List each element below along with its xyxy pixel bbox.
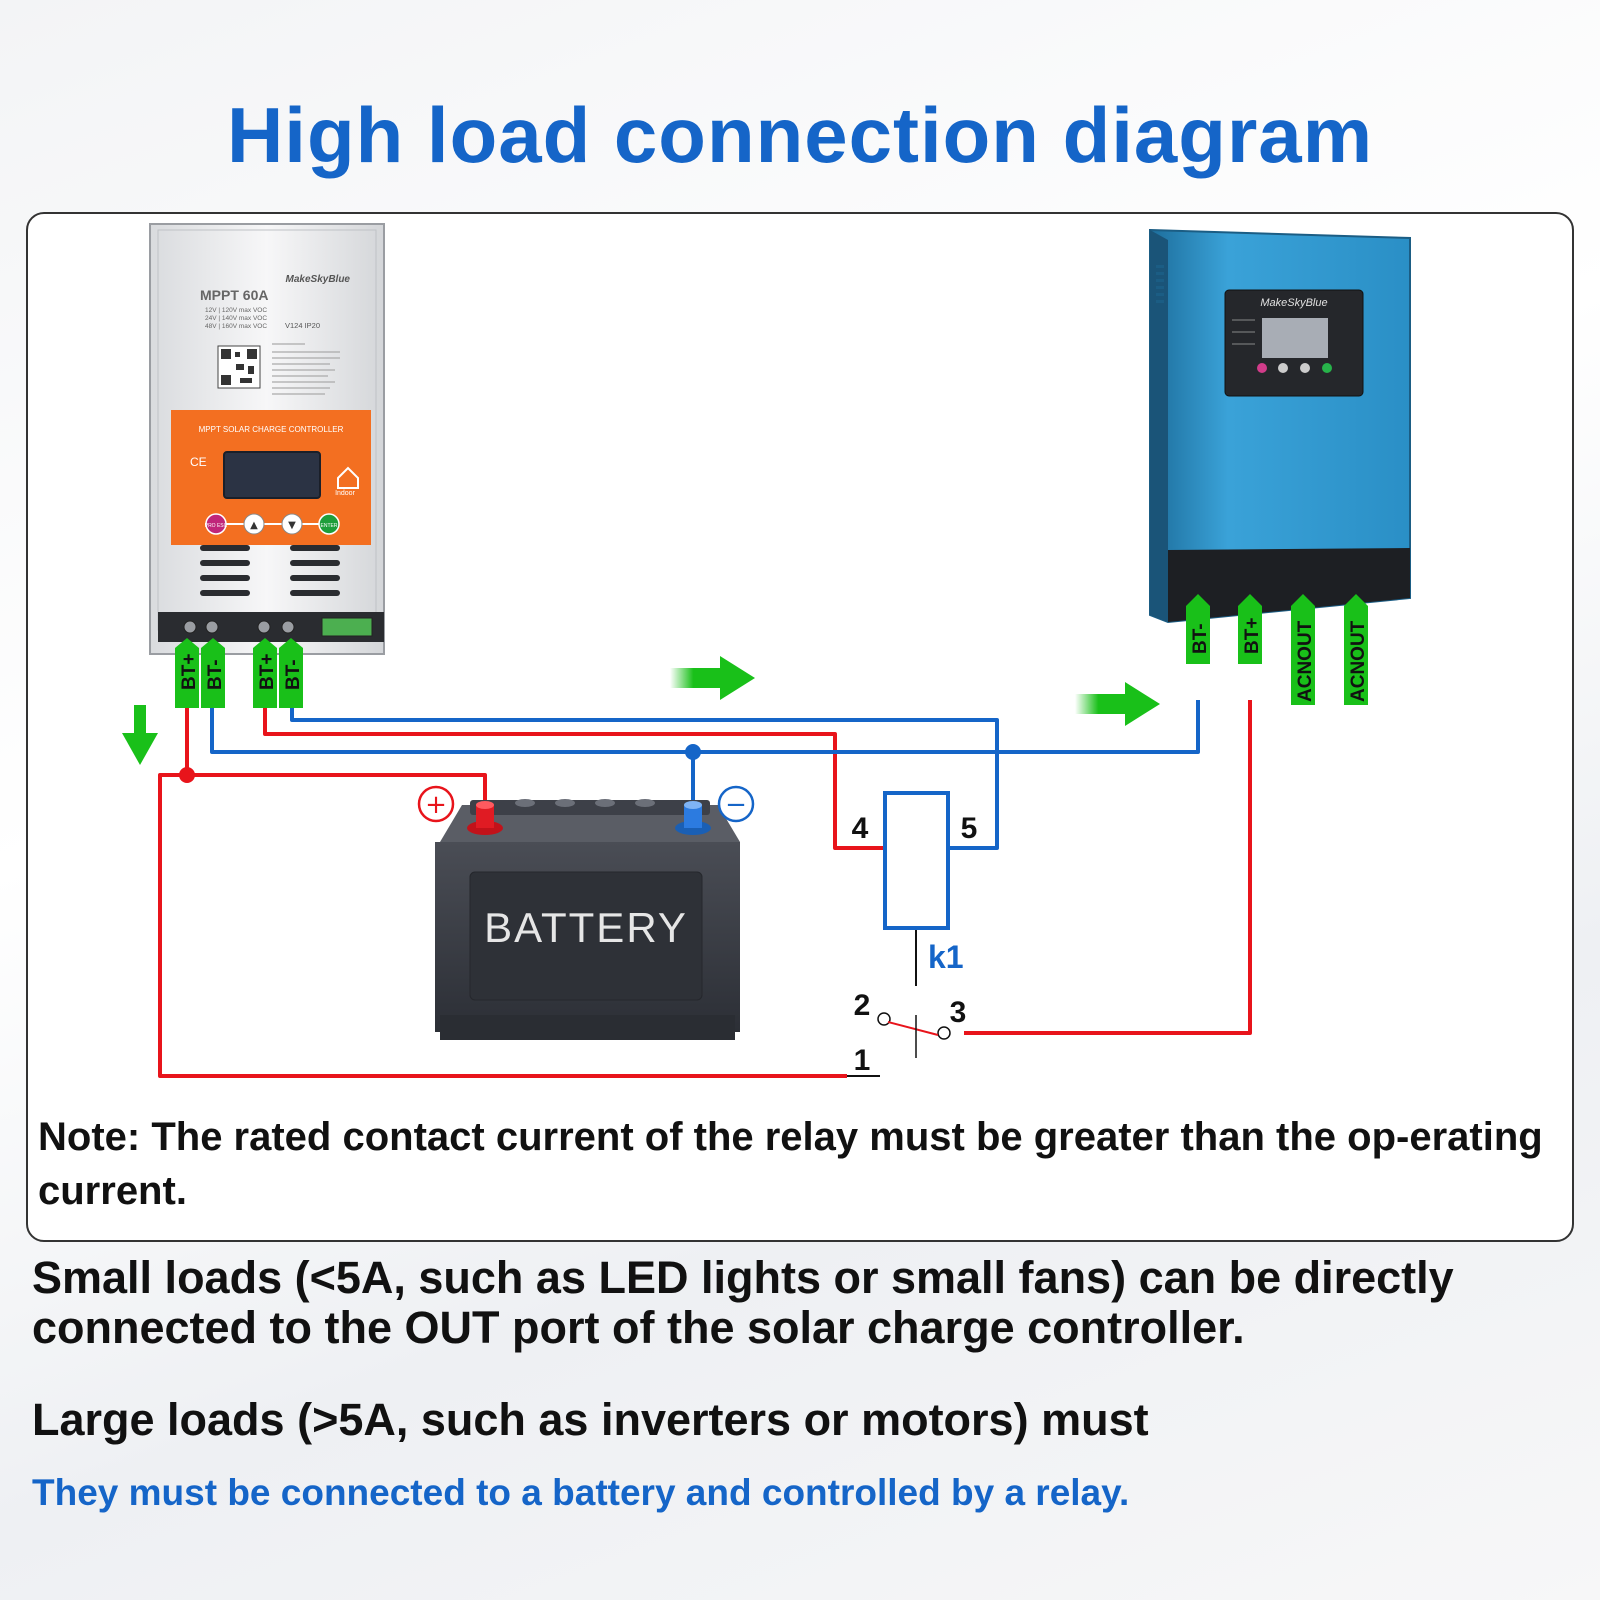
relay-contact-3 (937, 1026, 951, 1040)
inverter-terminal-bt-plus: BT+ (1242, 618, 1263, 654)
inverter-button-2[interactable] (1278, 363, 1288, 373)
inverter: MakeSkyBlue (1149, 228, 1411, 624)
inverter-terminal-bt-minus: BT- (1190, 623, 1211, 654)
controller-terminal-bt-plus-2: BT+ (257, 654, 278, 690)
relay-pin-4-label: 4 (852, 812, 869, 845)
inverter-terminal-tags: BT- BT+ ACNOUT ACNOUT (1186, 594, 1369, 705)
controller-brand: MakeSkyBlue (286, 274, 351, 285)
wire-controller-bt-minus-to-inverter-bt-minus (210, 700, 1200, 754)
relay-requirement-text: They must be connected to a battery and … (32, 1472, 1130, 1513)
inverter-terminal-acnout-2: ACNOUT (1348, 620, 1369, 702)
qr-code-icon (217, 345, 261, 389)
relay-coil (883, 791, 950, 930)
wire-controller-load-minus-to-relay-pin-5 (290, 700, 999, 850)
relay-contact-2 (877, 1012, 891, 1026)
enter-label: ENTER (321, 523, 338, 529)
controller-spec-2: 24V | 140V max VOC (205, 315, 267, 322)
pro-esc-button[interactable] (205, 513, 227, 535)
wiring (158, 700, 1252, 1078)
pro-esc-label: PRO ESC (205, 523, 228, 529)
wire-battery-plus-to-relay-contact-1 (158, 773, 847, 1078)
inverter-button-4[interactable] (1322, 363, 1332, 373)
controller-terminal-bt-minus-2: BT- (283, 659, 304, 690)
relay-k1: 4 5 k1 2 3 1 (847, 791, 978, 1077)
ce-mark-icon: CE (190, 455, 207, 469)
controller-terminal-tags: BT+ BT- BT+ BT- (175, 638, 304, 708)
plus-icon (417, 785, 455, 823)
charge-controller: MakeSkyBlue MPPT 60A 12V | 120V max VOC … (149, 223, 385, 655)
controller-vents (200, 545, 340, 596)
wire-inverter-bt-plus-to-relay-contact-3 (964, 700, 1252, 1035)
relay-note: Note: The rated contact current of the r… (38, 1115, 1543, 1213)
wire-controller-bt-plus-to-battery-plus (185, 700, 487, 805)
battery: BATTERY + − (417, 785, 755, 1040)
controller-terminal-bt-minus-1: BT- (205, 659, 226, 690)
relay-name-label: k1 (928, 939, 964, 975)
error-code-text-lines (272, 343, 340, 395)
controller-rating: V124 IP20 (285, 321, 320, 330)
inverter-brand: MakeSkyBlue (1260, 297, 1327, 309)
controller-spec-1: 12V | 120V max VOC (205, 307, 267, 314)
down-button[interactable] (281, 513, 303, 535)
controller-panel-label: MPPT SOLAR CHARGE CONTROLLER (199, 425, 344, 434)
indoor-house-icon (337, 466, 359, 489)
battery-minus-symbol: − (725, 790, 747, 820)
controller-spec-3: 48V | 160V max VOC (205, 323, 267, 330)
relay-pin-1-label: 1 (854, 1044, 871, 1077)
relay-pin-5-label: 5 (961, 812, 978, 845)
inverter-button-3[interactable] (1300, 363, 1310, 373)
positive-junction-dot (179, 767, 195, 783)
controller-lcd-screen (223, 451, 321, 499)
battery-label: BATTERY (484, 904, 688, 951)
inverter-terminal-acnout-1: ACNOUT (1295, 620, 1316, 702)
controller-model: MPPT 60A (200, 287, 268, 303)
battery-plus-symbol: + (425, 790, 447, 820)
page-title: High load connection diagram (226, 91, 1374, 179)
large-loads-text: Large loads (>5A, such as inverters or m… (32, 1394, 1149, 1445)
small-loads-text: Small loads (<5A, such as LED lights or … (32, 1252, 1454, 1353)
wire-controller-load-plus-to-relay-pin-4 (263, 700, 885, 850)
battery-negative-terminal (684, 805, 702, 828)
enter-button[interactable] (318, 513, 340, 535)
arrow-right-icon (1075, 682, 1160, 726)
arrow-down-icon (122, 705, 158, 765)
arrow-right-icon (670, 656, 755, 700)
up-button[interactable] (243, 513, 265, 535)
up-arrow-icon: ▲ (250, 520, 258, 531)
relay-pin-3-label: 3 (950, 996, 967, 1029)
down-arrow-icon: ▼ (288, 520, 296, 531)
controller-terminal-bt-plus-1: BT+ (179, 654, 200, 690)
minus-icon (717, 785, 755, 823)
relay-switch-arm (887, 1021, 939, 1036)
battery-positive-terminal (476, 805, 494, 828)
indoor-label: Indoor (335, 490, 356, 497)
relay-pin-2-label: 2 (854, 989, 871, 1022)
negative-junction-dot (685, 744, 701, 760)
inverter-button-1[interactable] (1257, 363, 1267, 373)
inverter-lcd-screen (1262, 318, 1328, 358)
flow-arrows (122, 656, 1160, 765)
